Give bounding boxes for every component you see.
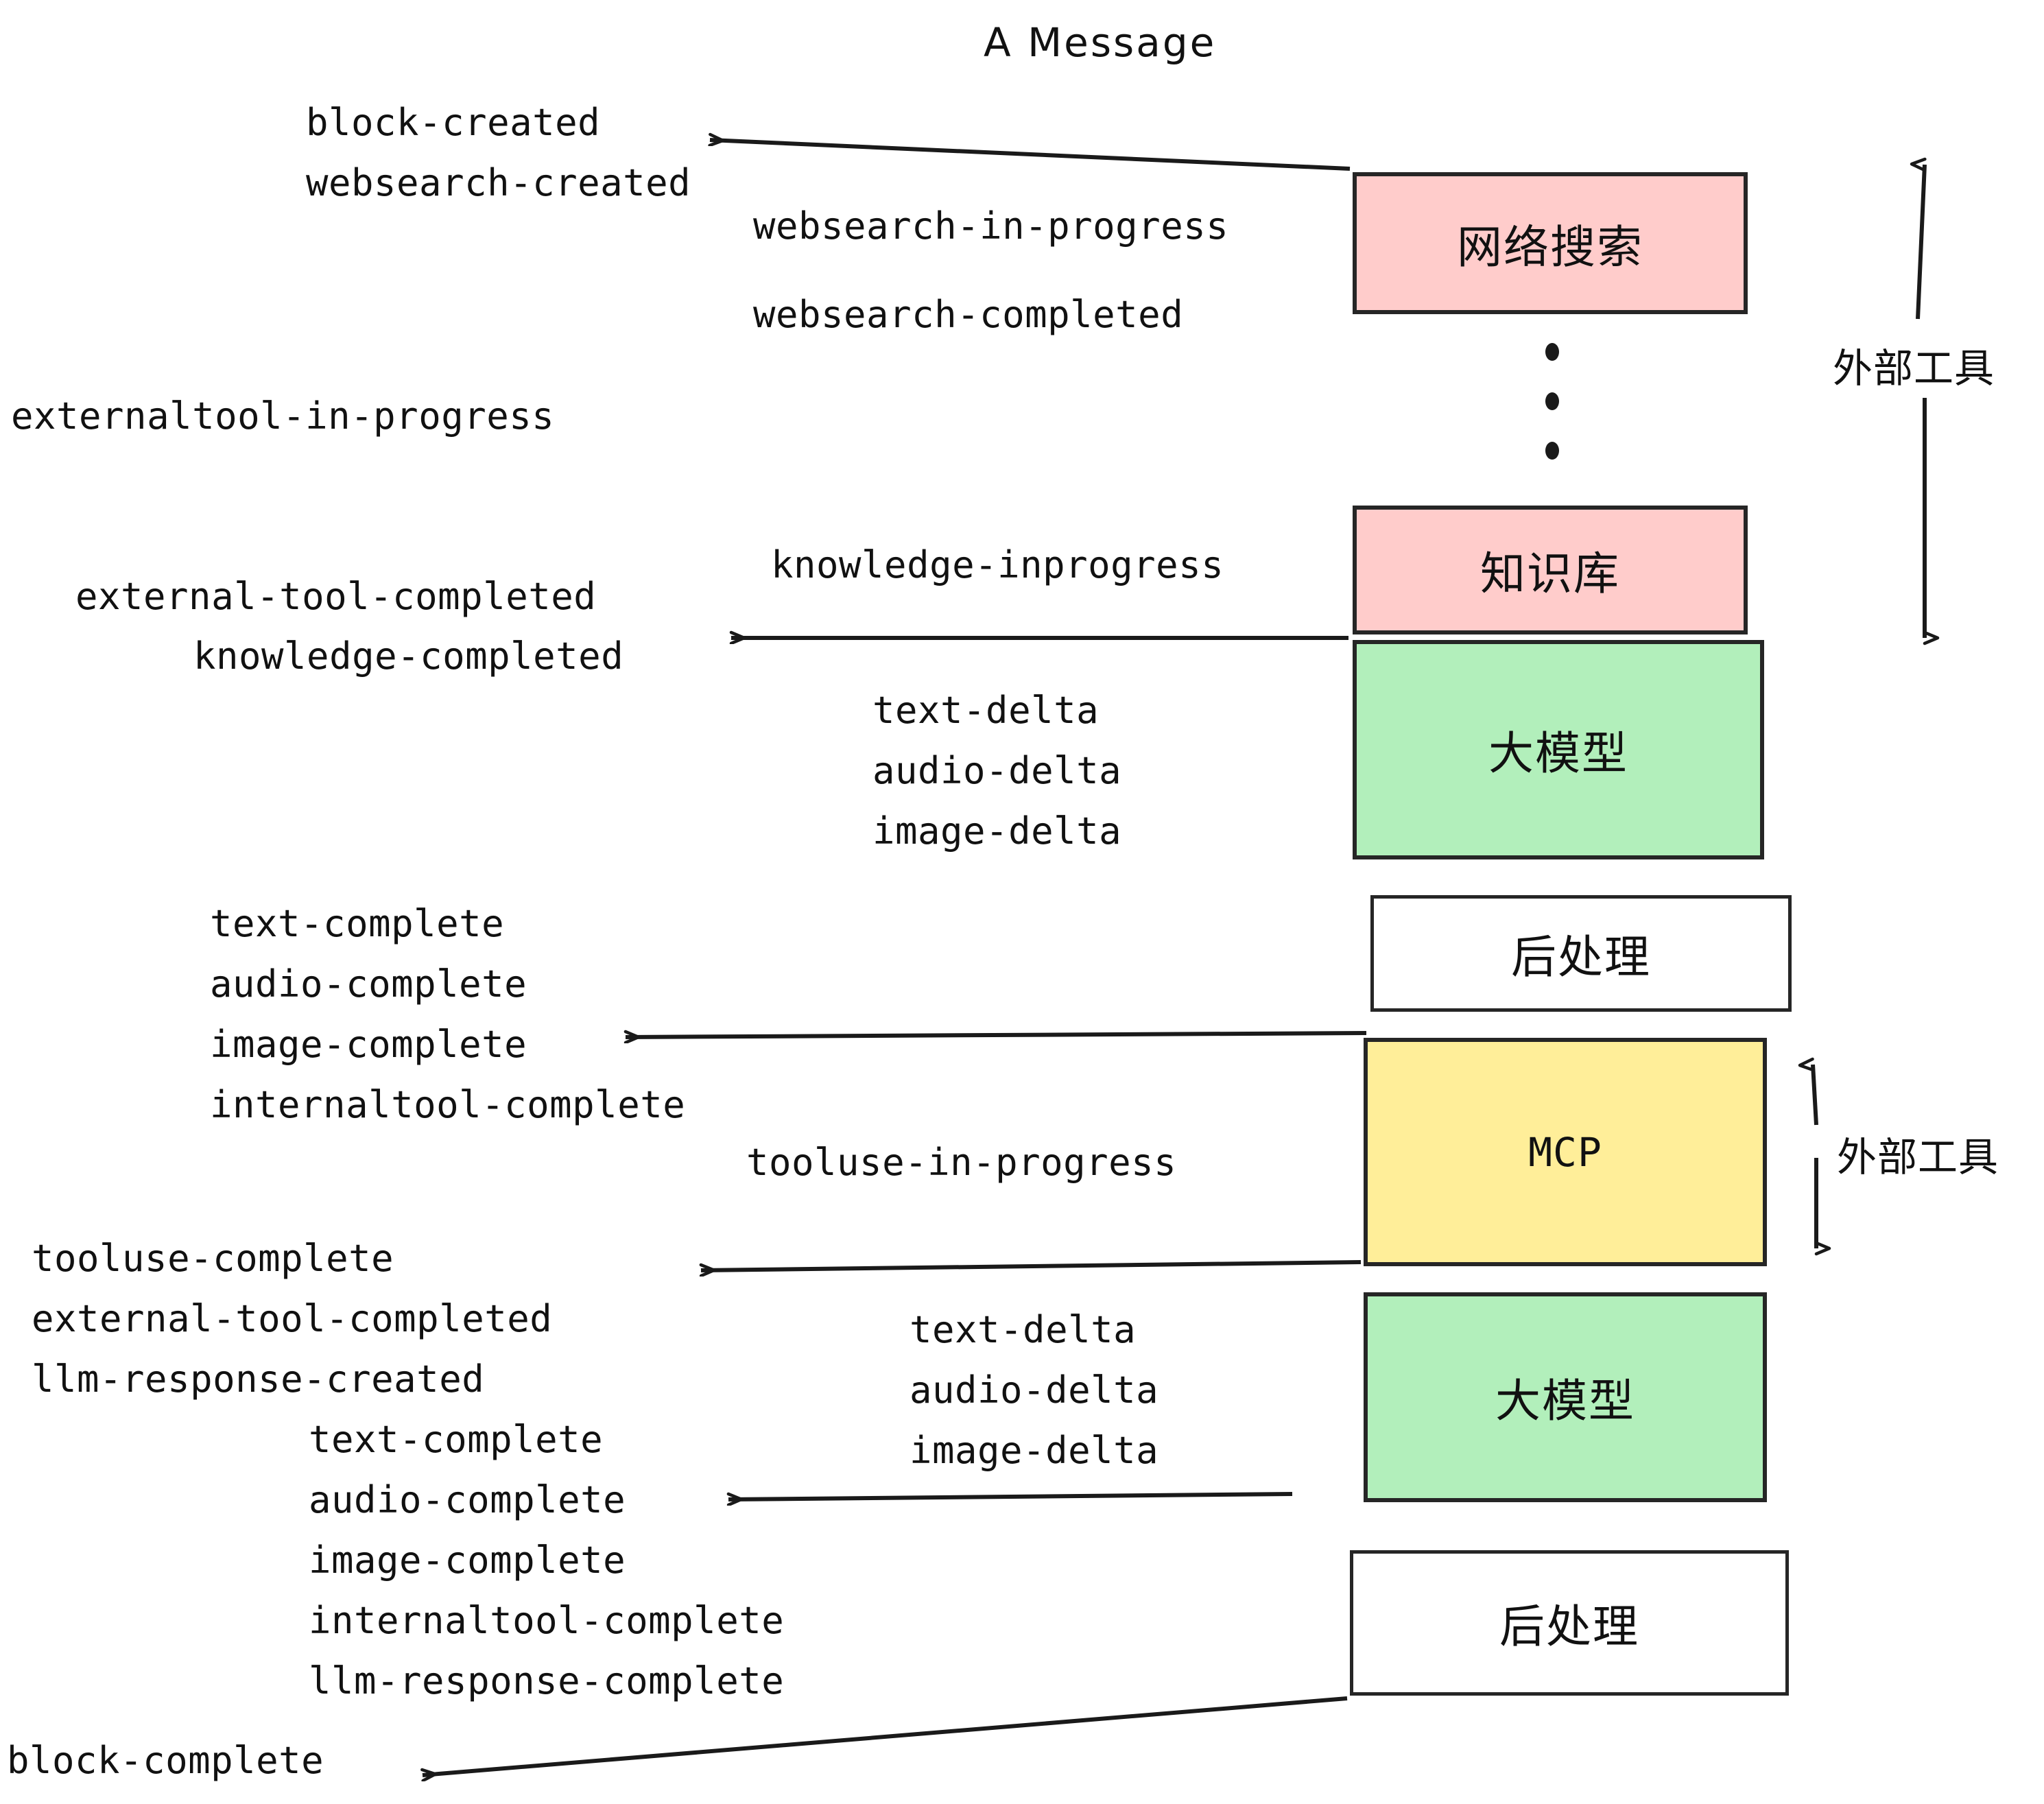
- node-knowledge[interactable]: 知识库: [1353, 506, 1748, 634]
- event-label-image-complete-1: image-complete: [210, 1023, 527, 1066]
- page-title: A Message: [984, 19, 1217, 66]
- event-label-tooluse-complete: tooluse-complete: [32, 1237, 394, 1280]
- arrow-mcp-to-tooluse-complete: [701, 1260, 1362, 1270]
- event-label-websearch-created: websearch-created: [306, 161, 691, 204]
- event-label-tooluse-in-progress: tooluse-in-progress: [746, 1141, 1177, 1184]
- event-label-externaltool-in-progress: externaltool-in-progress: [11, 394, 555, 438]
- node-postprocess-1[interactable]: 后处理: [1370, 895, 1792, 1012]
- node-postprocess-2[interactable]: 后处理: [1350, 1550, 1789, 1696]
- node-llm-2[interactable]: 大模型: [1364, 1292, 1767, 1502]
- event-label-external-tool-completed-1: external-tool-completed: [75, 575, 597, 618]
- arrow-websearch-to-block-created: [710, 140, 1351, 171]
- annotation-external-tool-top: 外部工具: [1833, 345, 1995, 392]
- node-llm-1-label: 大模型: [1488, 727, 1628, 780]
- event-label-text-delta-1: text-delta: [872, 689, 1100, 732]
- event-label-external-tool-completed-2: external-tool-completed: [32, 1297, 553, 1340]
- node-mcp[interactable]: MCP: [1364, 1038, 1767, 1266]
- annotation-external-tool-mcp: 外部工具: [1837, 1134, 1999, 1180]
- arrow-external-tool-mcp-up: [1813, 1065, 1818, 1126]
- event-label-text-delta-2: text-delta: [910, 1308, 1137, 1351]
- node-llm-1[interactable]: 大模型: [1353, 640, 1764, 859]
- arrow-external-tool-up: [1918, 165, 1927, 320]
- event-label-llm-response-complete: llm-response-complete: [309, 1659, 785, 1702]
- event-label-llm-response-created: llm-response-created: [32, 1357, 485, 1401]
- event-label-text-complete-1: text-complete: [210, 902, 505, 945]
- vertical-ellipsis-icon: [1545, 343, 1560, 460]
- arrow-postprocess2-to-block-complete: [423, 1696, 1348, 1775]
- event-label-knowledge-inprogress: knowledge-inprogress: [771, 543, 1224, 586]
- node-postprocess-2-label: 后处理: [1499, 1600, 1639, 1653]
- event-label-knowledge-completed: knowledge-completed: [193, 634, 624, 678]
- node-knowledge-label: 知识库: [1480, 547, 1620, 600]
- event-label-image-delta-1: image-delta: [872, 809, 1122, 853]
- node-postprocess-1-label: 后处理: [1511, 931, 1651, 984]
- event-label-image-complete-2: image-complete: [309, 1539, 626, 1582]
- arrow-llm2-to-audio-complete: [728, 1492, 1293, 1499]
- node-websearch-label: 网络搜索: [1457, 220, 1643, 274]
- event-label-internaltool-complete-2: internaltool-complete: [309, 1599, 785, 1642]
- node-websearch[interactable]: 网络搜索: [1353, 172, 1748, 314]
- event-label-block-complete: block-complete: [7, 1739, 324, 1782]
- event-label-audio-complete-1: audio-complete: [210, 962, 527, 1006]
- event-label-image-delta-2: image-delta: [910, 1429, 1159, 1472]
- event-label-websearch-in-progress: websearch-in-progress: [753, 204, 1229, 248]
- event-label-internaltool-complete-1: internaltool-complete: [210, 1083, 686, 1126]
- event-label-block-created: block-created: [306, 101, 601, 144]
- node-mcp-label: MCP: [1528, 1128, 1602, 1176]
- event-label-audio-delta-1: audio-delta: [872, 749, 1122, 792]
- event-label-audio-complete-2: audio-complete: [309, 1478, 626, 1521]
- arrow-postprocess1-to-image-complete: [626, 1033, 1367, 1037]
- event-label-websearch-completed: websearch-completed: [753, 293, 1184, 336]
- node-llm-2-label: 大模型: [1495, 1375, 1635, 1427]
- event-label-text-complete-2: text-complete: [309, 1418, 604, 1461]
- event-label-audio-delta-2: audio-delta: [910, 1368, 1159, 1412]
